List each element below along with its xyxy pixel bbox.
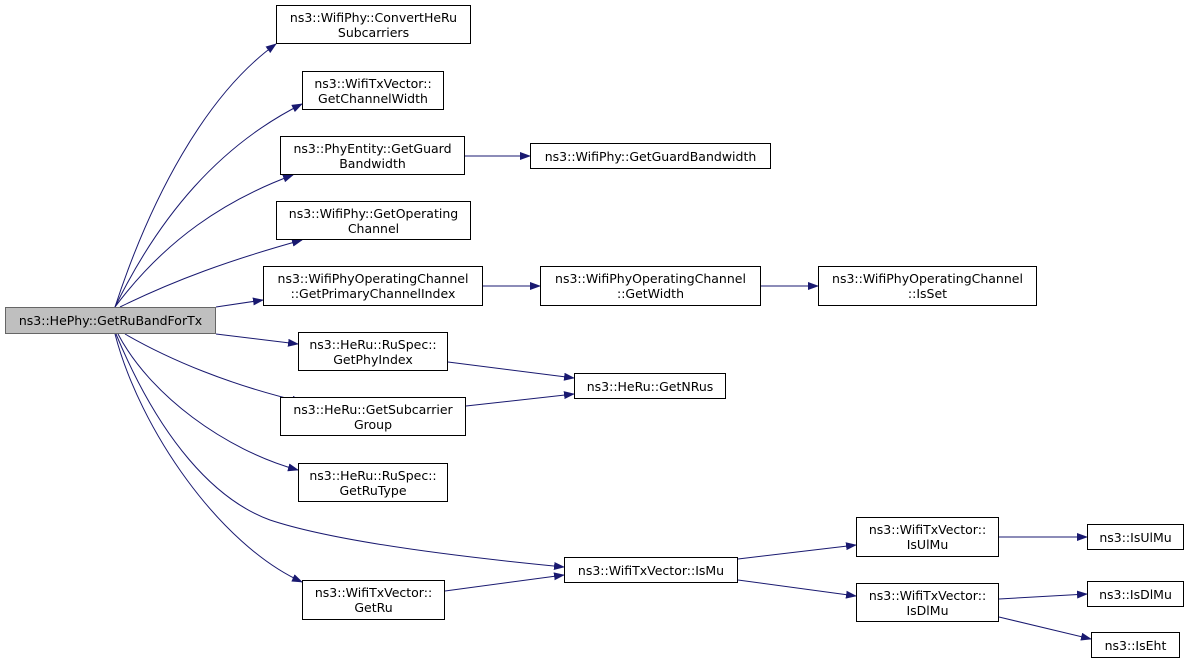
node-wifitxvector-is-ul-mu[interactable]: ns3::WifiTxVector:: IsUlMu	[856, 517, 999, 557]
node-label-line-1: ns3::IsUlMu	[1099, 529, 1172, 545]
edge-isdlmu_tx-to-isdlmu	[998, 590, 1088, 600]
edge-root-to-subgroup	[124, 333, 303, 404]
node-ruspec-get-phy-index[interactable]: ns3::HeRu::RuSpec:: GetPhyIndex	[298, 332, 448, 371]
edge-root-to-getru	[114, 333, 303, 583]
edge-root-to-primary	[215, 297, 264, 308]
node-operating-channel-get-primary-channel-index[interactable]: ns3::WifiPhyOperatingChannel ::GetPrimar…	[263, 266, 483, 306]
node-wifitxvector-is-dl-mu[interactable]: ns3::WifiTxVector:: IsDlMu	[856, 583, 999, 622]
node-wifitxvector-get-channel-width[interactable]: ns3::WifiTxVector:: GetChannelWidth	[302, 71, 444, 110]
node-label-line-1: ns3::HeRu::GetSubcarrier	[293, 401, 453, 417]
node-label-line-1: ns3::IsDlMu	[1099, 586, 1172, 602]
edge-getru-to-ismu	[444, 572, 565, 592]
node-label-line-1: ns3::HeRu::GetNRus	[586, 378, 714, 394]
node-label-line-2: GetPhyIndex	[333, 351, 413, 367]
node-label-line-2: Bandwidth	[339, 155, 406, 171]
node-wifiphy-convert-heru-subcarriers[interactable]: ns3::WifiPhy::ConvertHeRu Subcarriers	[276, 5, 471, 44]
node-wifitxvector-is-mu[interactable]: ns3::WifiTxVector::IsMu	[564, 557, 738, 583]
edge-ismu-to-isulmu_tx	[737, 542, 857, 560]
node-label-line-2: Channel	[347, 220, 400, 236]
node-label-line-2: ::IsSet	[907, 286, 948, 301]
node-wifiphy-get-guard-bandwidth[interactable]: ns3::WifiPhy::GetGuardBandwidth	[530, 143, 771, 169]
node-heru-get-subcarrier-group[interactable]: ns3::HeRu::GetSubcarrier Group	[280, 397, 466, 436]
node-label-line-1: ns3::WifiPhyOperatingChannel	[277, 271, 469, 286]
node-label-line-1: ns3::WifiPhy::ConvertHeRu	[289, 9, 458, 25]
edge-root-to-chanwidth	[114, 103, 303, 308]
edge-root-to-convert	[114, 43, 277, 308]
edge-isdlmu_tx-to-iseht	[998, 616, 1092, 641]
node-phyentity-get-guard-bandwidth[interactable]: ns3::PhyEntity::GetGuard Bandwidth	[280, 136, 465, 175]
node-label-line-1: ns3::WifiPhy::GetOperating	[288, 205, 459, 221]
node-label-line-1: ns3::PhyEntity::GetGuard	[293, 140, 452, 156]
node-label-line-1: ns3::WifiTxVector::	[868, 587, 987, 603]
node-label-line-1: ns3::WifiTxVector::	[314, 75, 432, 91]
node-label-line-2: GetChannelWidth	[318, 90, 428, 106]
node-label-line-1: ns3::WifiPhy::GetGuardBandwidth	[544, 148, 757, 164]
node-hephy-getruband-for-tx: ns3::HePhy::GetRuBandForTx	[5, 307, 216, 334]
node-is-eht[interactable]: ns3::IsEht	[1091, 632, 1180, 658]
node-label-line-1: ns3::WifiPhyOperatingChannel	[555, 271, 746, 286]
node-label-line-1: ns3::HeRu::RuSpec::	[309, 336, 437, 352]
node-wifiphy-get-operating-channel[interactable]: ns3::WifiPhy::GetOperating Channel	[276, 201, 471, 240]
node-label-line-1: ns3::WifiTxVector::	[868, 522, 987, 537]
edge-root-to-ismu	[115, 333, 565, 571]
edge-root-to-phyguard	[114, 174, 294, 308]
edge-phyindex-to-nrus	[447, 361, 575, 381]
node-label-line-2: GetRuType	[339, 482, 407, 498]
node-operating-channel-is-set[interactable]: ns3::WifiPhyOperatingChannel ::IsSet	[818, 266, 1037, 306]
node-label-line-1: ns3::WifiTxVector::IsMu	[577, 562, 725, 578]
node-heru-get-nrus[interactable]: ns3::HeRu::GetNRus	[574, 373, 726, 399]
node-label-line-2: IsDlMu	[906, 602, 949, 618]
node-label-line-1: ns3::WifiTxVector::	[314, 585, 433, 600]
edge-subgroup-to-nrus	[465, 391, 575, 407]
node-label-line-2: ::GetPrimaryChannelIndex	[290, 286, 456, 301]
node-label-line-1: ns3::IsEht	[1104, 637, 1167, 653]
node-is-ul-mu[interactable]: ns3::IsUlMu	[1087, 524, 1184, 550]
node-label-line-2: GetRu	[354, 600, 393, 615]
node-is-dl-mu[interactable]: ns3::IsDlMu	[1087, 581, 1184, 607]
node-label-line-1: ns3::WifiPhyOperatingChannel	[832, 271, 1023, 286]
node-wifitxvector-get-ru[interactable]: ns3::WifiTxVector:: GetRu	[302, 580, 445, 620]
node-label-line-2: Group	[353, 416, 393, 432]
node-label-line-2: ::GetWidth	[616, 286, 685, 301]
node-label-line-2: IsUlMu	[906, 537, 949, 552]
edge-root-to-rutype	[117, 333, 299, 472]
node-label-line-2: Subcarriers	[337, 24, 410, 40]
node-label-line-1: ns3::HePhy::GetRuBandForTx	[18, 313, 203, 328]
node-ruspec-get-ru-type[interactable]: ns3::HeRu::RuSpec:: GetRuType	[298, 463, 448, 502]
node-operating-channel-get-width[interactable]: ns3::WifiPhyOperatingChannel ::GetWidth	[540, 266, 761, 306]
node-label-line-1: ns3::HeRu::RuSpec::	[309, 467, 437, 483]
edge-root-to-opchan	[119, 238, 303, 308]
edge-root-to-phyindex	[215, 333, 299, 347]
edge-ismu-to-isdlmu_tx	[737, 579, 857, 599]
